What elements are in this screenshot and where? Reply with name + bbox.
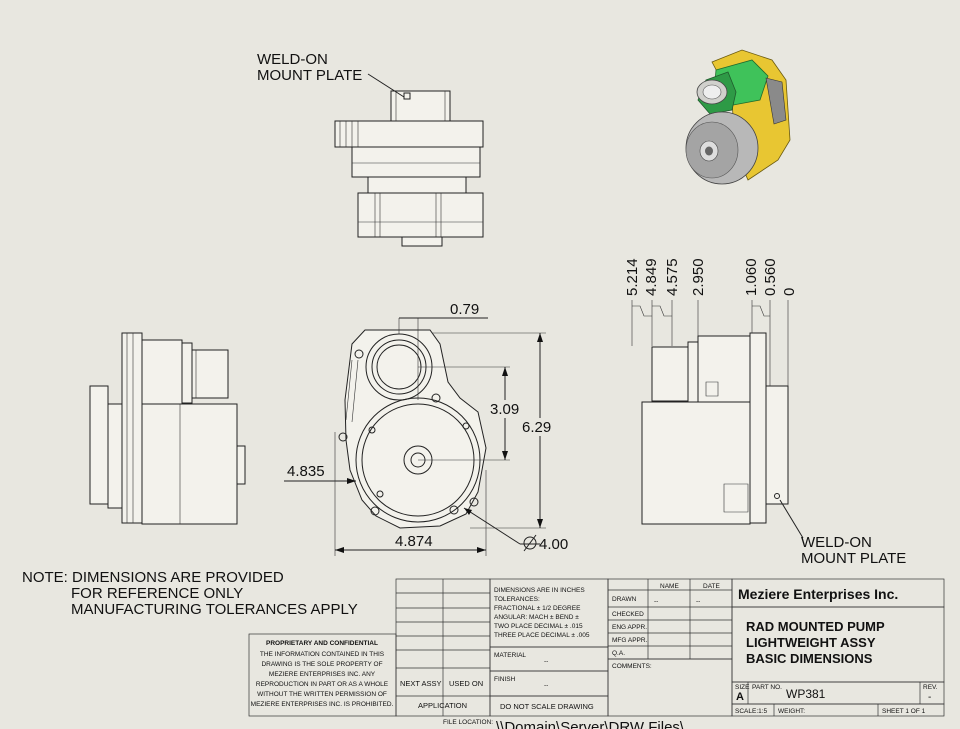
top-mount-callout: WELD-ON MOUNT PLATE [257,51,405,98]
tolerance-line-4: ANGULAR: MACH ± BEND ± [494,614,579,621]
right-mount-callout: WELD-ON MOUNT PLATE [779,499,906,567]
do-not-scale: DO NOT SCALE DRAWING [500,702,594,711]
right-mount-label-2: MOUNT PLATE [801,550,906,567]
proprietary-line-3: MEZIERE ENTERPRISES INC. ANY [269,671,376,678]
eng-appr-label: ENG APPR. [612,624,647,631]
tolerance-line-1: DIMENSIONS ARE IN INCHES [494,587,585,594]
dim-front-left: 4.835 [287,463,325,480]
proprietary-line-1: THE INFORMATION CONTAINED IN THIS [260,651,385,658]
material-label: MATERIAL [494,652,526,659]
front-view [338,329,487,529]
finish-label: FINISH [494,676,516,683]
file-location-path: \\Domain\Server\DRW Files\ [496,719,685,729]
dim-side-6: 0.560 [762,258,779,296]
date-column: DATE [703,583,721,590]
isometric-view [685,49,791,185]
tolerance-line-5: TWO PLACE DECIMAL ± .015 [494,623,583,630]
part-no-label: PART NO. [752,684,782,691]
size-value: A [736,691,744,703]
used-on-label: USED ON [449,679,483,688]
file-location-label: FILE LOCATION: [443,719,493,726]
company-name: Meziere Enterprises Inc. [738,586,898,602]
dim-side-1: 5.214 [624,258,641,296]
proprietary-title: PROPRIETARY AND CONFIDENTIAL [266,640,378,647]
drawn-label: DRAWN [612,596,637,603]
dim-side-2: 4.849 [643,258,660,296]
dim-side-4: 2.950 [690,258,707,296]
dim-front-height: 6.29 [522,419,551,436]
dim-side-3: 4.575 [664,258,681,296]
drawing-title-1: RAD MOUNTED PUMP [746,619,885,634]
scale-label: SCALE:1:5 [735,708,768,715]
drawn-name: -- [654,598,658,605]
top-view [334,90,484,247]
right-mount-label-1: WELD-ON [801,534,872,551]
dim-front-offset: 0.79 [450,301,479,318]
finish-value: -- [544,682,548,689]
right-side-view [641,332,789,525]
dim-front-height-inner: 3.09 [490,401,519,418]
qa-label: Q.A. [612,650,625,657]
drawing-title-3: BASIC DIMENSIONS [746,651,873,666]
top-mount-label-1: WELD-ON [257,51,328,68]
dim-front-width: 4.874 [395,533,433,550]
rev-label: REV. [923,684,938,691]
proprietary-line-4: REPRODUCTION IN PART OR AS A WHOLE [256,681,389,688]
application-label: APPLICATION [418,701,467,710]
sheet-label: SHEET 1 OF 1 [882,708,926,715]
side-dimensions: 5.214 4.849 4.575 2.950 1.060 0.560 0 [624,258,798,386]
checked-label: CHECKED [612,611,644,618]
drawn-date: -- [696,598,700,605]
note-line-1: NOTE: DIMENSIONS ARE PROVIDED [22,569,284,586]
next-assy-label: NEXT ASSY [400,679,442,688]
title-block: NEXT ASSY USED ON APPLICATION DIMENSIONS… [395,578,945,729]
proprietary-line-2: DRAWING IS THE SOLE PROPERTY OF [261,661,382,668]
drawing-title-2: LIGHTWEIGHT ASSY [746,635,876,650]
note-line-3: MANUFACTURING TOLERANCES APPLY [71,601,358,618]
proprietary-line-6: MEZIERE ENTERPRISES INC. IS PROHIBITED. [251,701,394,708]
front-dimensions: 0.79 3.09 6.29 4.835 4.874 4.00 [284,301,568,556]
left-side-view [89,332,246,525]
top-mount-label-2: MOUNT PLATE [257,67,362,84]
note-line-2: FOR REFERENCE ONLY [71,585,243,602]
dim-side-7: 0 [781,288,798,296]
mfg-appr-label: MFG APPR. [612,637,648,644]
tolerance-line-6: THREE PLACE DECIMAL ± .005 [494,632,590,639]
dim-front-diameter: 4.00 [539,536,568,553]
size-label: SIZE [735,684,750,691]
proprietary-line-5: WITHOUT THE WRITTEN PERMISSION OF [257,691,387,698]
tolerance-line-2: TOLERANCES: [494,596,540,603]
part-number: WP381 [786,687,826,701]
weight-label: WEIGHT: [778,708,805,715]
material-value: -- [544,658,548,665]
proprietary-block: PROPRIETARY AND CONFIDENTIAL THE INFORMA… [248,633,397,717]
rev-value: - [928,692,931,703]
tolerance-line-3: FRACTIONAL ± 1/2 DEGREE [494,605,581,612]
note-block: NOTE: DIMENSIONS ARE PROVIDED FOR REFERE… [22,569,358,618]
dim-side-5: 1.060 [743,258,760,296]
name-column: NAME [660,583,679,590]
comments-label: COMMENTS: [612,663,652,670]
